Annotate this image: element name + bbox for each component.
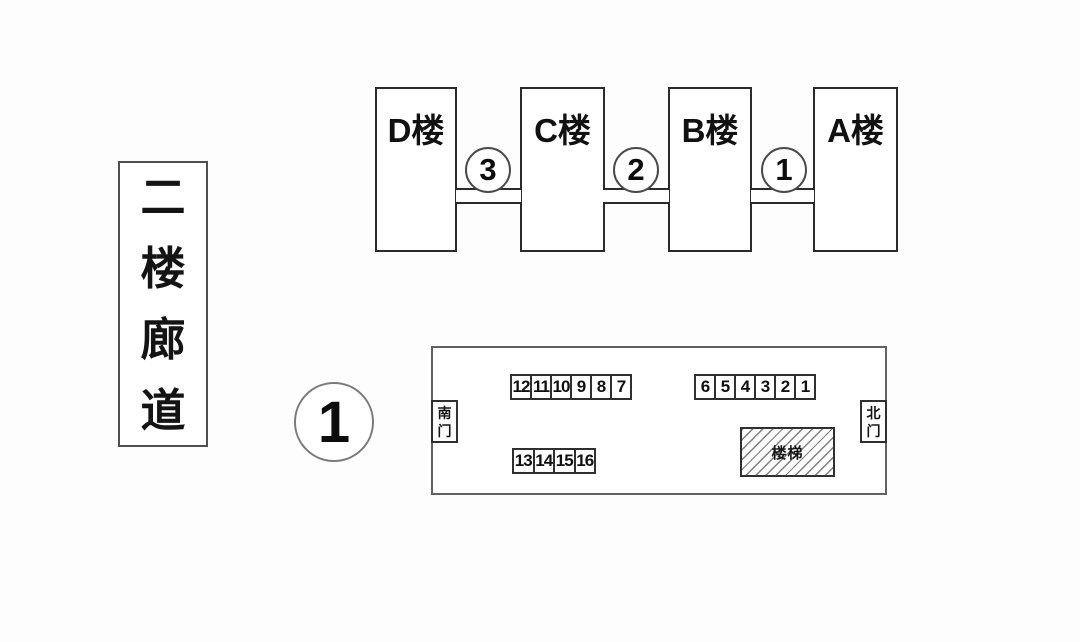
room-cell-9: 9	[570, 374, 592, 400]
room-cell-8: 8	[590, 374, 612, 400]
room-cell-12: 12	[510, 374, 532, 400]
corridor-number-1-circle: 1	[761, 147, 807, 193]
building-b-label: B楼	[681, 112, 739, 149]
south-gate-box: 南门	[431, 400, 458, 443]
room-cell-5: 5	[714, 374, 736, 400]
corridor-number-3-circle: 3	[465, 147, 511, 193]
building-c-label: C楼	[534, 112, 591, 149]
room-cell-16: 16	[573, 448, 596, 474]
room-cell-13: 13	[512, 448, 535, 474]
south-gate-label: 南门	[437, 404, 452, 439]
north-gate-label: 北门	[866, 404, 881, 439]
building-d-label: D楼	[387, 112, 445, 149]
room-cell-6: 6	[694, 374, 716, 400]
room-cell-7: 7	[610, 374, 632, 400]
building-a: A楼	[813, 87, 898, 252]
room-cell-3: 3	[754, 374, 776, 400]
building-a-label: A楼	[827, 112, 884, 149]
stairs-label: 楼梯	[771, 444, 804, 462]
room-cell-2: 2	[774, 374, 796, 400]
building-d: D楼	[375, 87, 457, 252]
room-row-top-left: 12 11 10 9 8 7	[510, 374, 632, 400]
room-cell-15: 15	[553, 448, 576, 474]
room-cell-4: 4	[734, 374, 756, 400]
room-cell-14: 14	[532, 448, 555, 474]
room-row-top-right: 6 5 4 3 2 1	[694, 374, 816, 400]
room-row-bottom-left: 13 14 15 16	[512, 448, 596, 474]
building-b: B楼	[668, 87, 752, 252]
vertical-title-box: 二楼廊道	[118, 161, 208, 447]
room-cell-1: 1	[794, 374, 816, 400]
building-c: C楼	[520, 87, 605, 252]
room-cell-11: 11	[530, 374, 552, 400]
vertical-title: 二楼廊道	[140, 172, 186, 436]
room-cell-10: 10	[550, 374, 572, 400]
floorplan-outline: 南门 北门 12 11 10 9 8 7 6 5 4 3 2 1 13 14 1…	[431, 346, 887, 495]
stairs-hatched-box: 楼梯	[740, 427, 835, 477]
corridor-number-2-circle: 2	[613, 147, 659, 193]
figure-index-circle: 1	[294, 382, 374, 462]
north-gate-box: 北门	[860, 400, 887, 443]
